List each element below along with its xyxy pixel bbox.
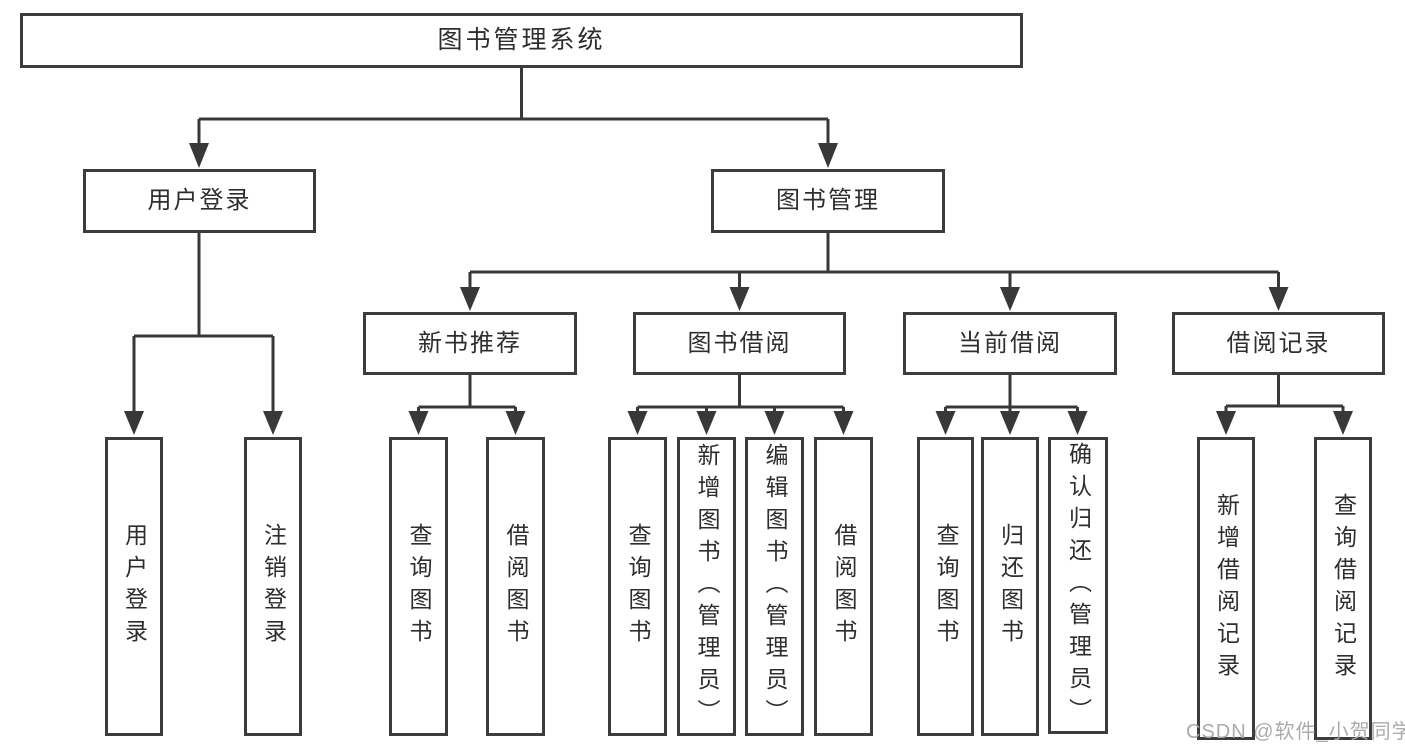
node-borrow-record: 借阅记录 bbox=[1172, 312, 1385, 375]
node-user-login: 用户登录 bbox=[83, 169, 316, 233]
leaf-add-borrow-record-label: 新增借阅记录 bbox=[1213, 492, 1240, 685]
node-book-management-label: 图书管理 bbox=[776, 187, 880, 214]
leaf-query-book-current: 查询图书 bbox=[917, 437, 974, 736]
node-new-book-recommend-label: 新书推荐 bbox=[418, 329, 522, 357]
leaf-confirm-return-admin: 确认归还（管理员） bbox=[1048, 437, 1108, 734]
leaf-return-book: 归还图书 bbox=[981, 437, 1039, 736]
leaf-query-borrow-record: 查询借阅记录 bbox=[1314, 437, 1372, 740]
node-current-borrow: 当前借阅 bbox=[903, 312, 1117, 375]
leaf-add-book-admin: 新增图书（管理员） bbox=[677, 437, 736, 736]
leaf-add-borrow-record: 新增借阅记录 bbox=[1197, 437, 1255, 740]
node-root-label: 图书管理系统 bbox=[437, 26, 606, 54]
node-book-borrow-label: 图书借阅 bbox=[687, 329, 792, 357]
leaf-user-login: 用户登录 bbox=[105, 437, 163, 736]
node-user-login-label: 用户登录 bbox=[147, 187, 252, 214]
leaf-borrow-book-recommend: 借阅图书 bbox=[486, 437, 545, 736]
leaf-query-book-current-label: 查询图书 bbox=[933, 522, 959, 651]
leaf-query-book-recommend: 查询图书 bbox=[389, 437, 448, 736]
leaf-borrow-book-borrow-label: 借阅图书 bbox=[831, 522, 857, 651]
csdn-watermark: CSDN @软件_小贺同学 bbox=[1186, 721, 1405, 743]
leaf-logout-login-label: 注销登录 bbox=[260, 522, 287, 651]
leaf-add-book-admin-label: 新增图书（管理员） bbox=[694, 442, 720, 731]
leaf-edit-book-admin: 编辑图书（管理员） bbox=[745, 437, 804, 736]
node-book-borrow: 图书借阅 bbox=[633, 312, 846, 375]
leaf-borrow-book-recommend-label: 借阅图书 bbox=[503, 522, 529, 651]
node-borrow-record-label: 借阅记录 bbox=[1226, 329, 1331, 357]
leaf-query-book-borrow-label: 查询图书 bbox=[625, 522, 651, 651]
leaf-query-book-recommend-label: 查询图书 bbox=[406, 522, 432, 651]
leaf-edit-book-admin-label: 编辑图书（管理员） bbox=[762, 442, 788, 731]
node-new-book-recommend: 新书推荐 bbox=[363, 312, 577, 375]
node-root: 图书管理系统 bbox=[20, 13, 1023, 68]
node-book-management: 图书管理 bbox=[711, 169, 945, 233]
leaf-logout-login: 注销登录 bbox=[244, 437, 302, 736]
leaf-query-borrow-record-label: 查询借阅记录 bbox=[1330, 492, 1357, 685]
leaf-return-book-label: 归还图书 bbox=[997, 522, 1024, 651]
leaf-query-book-borrow: 查询图书 bbox=[608, 437, 667, 736]
node-current-borrow-label: 当前借阅 bbox=[958, 329, 1062, 357]
leaf-confirm-return-admin-label: 确认归还（管理员） bbox=[1065, 441, 1092, 730]
leaf-borrow-book-borrow: 借阅图书 bbox=[814, 437, 873, 736]
leaf-user-login-label: 用户登录 bbox=[121, 522, 148, 651]
